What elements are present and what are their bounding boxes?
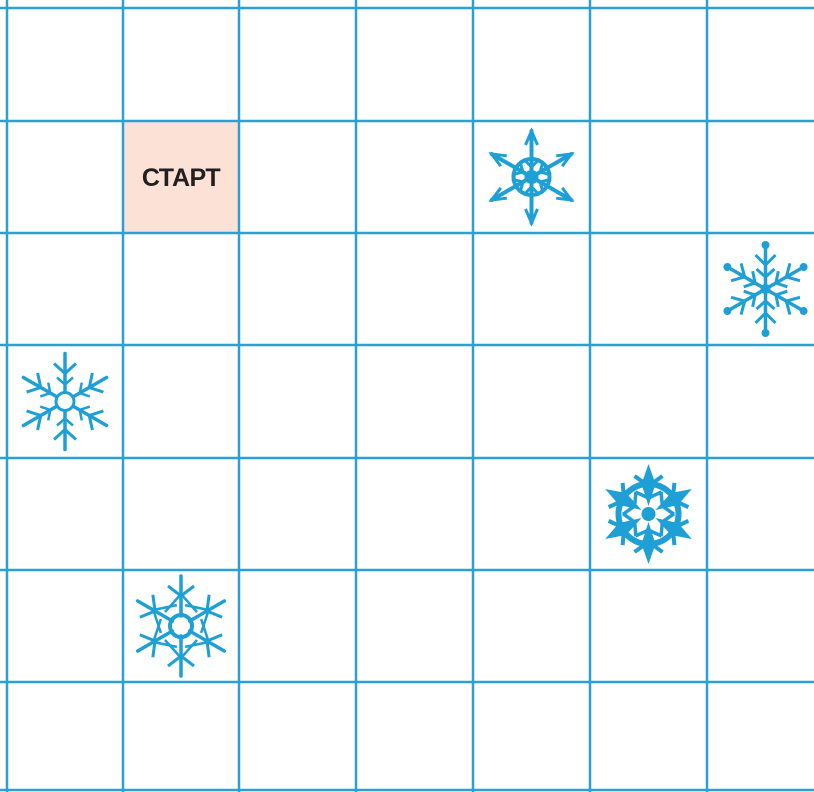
- grid-cell-r0-c4[interactable]: [473, 8, 590, 121]
- grid-cell-r2-c3[interactable]: [356, 233, 473, 345]
- grid-cell-r1-c2[interactable]: [239, 121, 356, 233]
- grid-cell-r5-c5[interactable]: [590, 570, 707, 682]
- grid-cell-r0-c2[interactable]: [239, 8, 356, 121]
- grid-cell-r5-c0[interactable]: [7, 570, 123, 682]
- grid-cell-r4-c1[interactable]: [123, 458, 239, 570]
- grid-cell-r2-c4[interactable]: [473, 233, 590, 345]
- grid-cell-r1-c3[interactable]: [356, 121, 473, 233]
- grid-cell-r4-c2[interactable]: [239, 458, 356, 570]
- grid-cell-r5-c2[interactable]: [239, 570, 356, 682]
- grid-cell-r5-c4[interactable]: [473, 570, 590, 682]
- grid-cell-r2-c5[interactable]: [590, 233, 707, 345]
- grid-cell-r6-c4[interactable]: [473, 682, 590, 790]
- grid-cell-r4-c3[interactable]: [356, 458, 473, 570]
- start-cell[interactable]: СТАРТ: [123, 121, 239, 233]
- start-label: СТАРТ: [142, 164, 221, 192]
- grid-cell-r5-c3[interactable]: [356, 570, 473, 682]
- grid-cell-r2-c0[interactable]: [7, 233, 123, 345]
- grid-cell-r6-c1[interactable]: [123, 682, 239, 790]
- grid-cell-r3-c5[interactable]: [590, 345, 707, 458]
- grid-cell-r0-c6[interactable]: [707, 8, 814, 121]
- grid-cell-r3-c6[interactable]: [707, 345, 814, 458]
- grid-cell-r6-c3[interactable]: [356, 682, 473, 790]
- grid-cell-r6-c2[interactable]: [239, 682, 356, 790]
- grid-cell-r6-c6[interactable]: [707, 682, 814, 790]
- grid-cell-r2-c1[interactable]: [123, 233, 239, 345]
- grid-cell-r1-c0[interactable]: [7, 121, 123, 233]
- grid-cell-r5-c6[interactable]: [707, 570, 814, 682]
- grid-cell-r1-c6[interactable]: [707, 121, 814, 233]
- grid-cell-r0-c5[interactable]: [590, 8, 707, 121]
- grid-cell-r4-c6[interactable]: [707, 458, 814, 570]
- grid-cell-r2-c2[interactable]: [239, 233, 356, 345]
- grid-cell-r0-c1[interactable]: [123, 8, 239, 121]
- grid-cell-r4-c0[interactable]: [7, 458, 123, 570]
- grid-cell-r4-c4[interactable]: [473, 458, 590, 570]
- grid-cell-r6-c0[interactable]: [7, 682, 123, 790]
- grid-cell-r0-c3[interactable]: [356, 8, 473, 121]
- grid-cell-r3-c3[interactable]: [356, 345, 473, 458]
- grid-cell-r3-c1[interactable]: [123, 345, 239, 458]
- grid-cell-r6-c5[interactable]: [590, 682, 707, 790]
- grid-cell-r3-c4[interactable]: [473, 345, 590, 458]
- grid-cell-r1-c5[interactable]: [590, 121, 707, 233]
- grid-cell-r3-c2[interactable]: [239, 345, 356, 458]
- grid-cell-r0-c0[interactable]: [7, 8, 123, 121]
